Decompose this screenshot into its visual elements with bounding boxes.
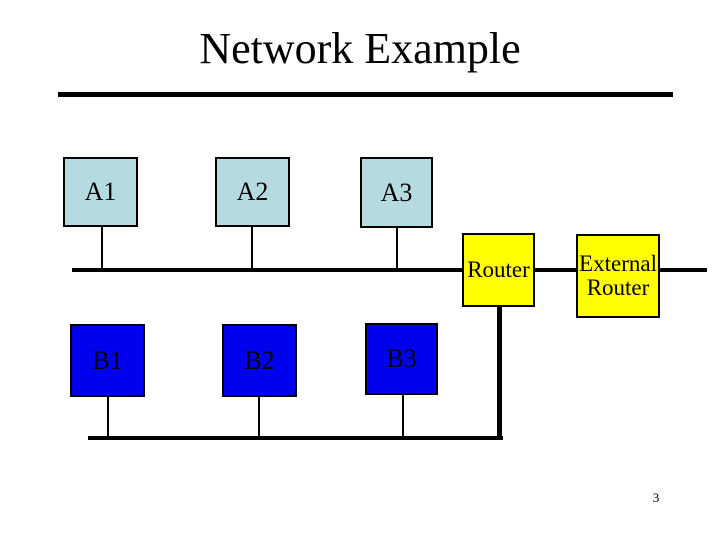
host-b2-link-line	[258, 395, 260, 438]
host-b3-box: B3	[365, 323, 438, 395]
host-a1-link-line	[101, 226, 103, 270]
network-b-bus-line	[88, 436, 503, 440]
host-b2-label: B2	[244, 345, 275, 375]
network-a-bus-line	[72, 268, 707, 272]
external-router-box: External Router	[576, 234, 660, 318]
external-router-label: External Router	[579, 250, 657, 300]
page-number: 3	[652, 490, 660, 505]
host-b2-box: B2	[222, 324, 297, 397]
title-underline	[58, 92, 673, 97]
host-a1-box: A1	[63, 157, 138, 227]
host-a3-label: A3	[380, 177, 413, 207]
router-to-b-bus-line	[497, 306, 502, 440]
external-router-label-line2: Router	[586, 275, 650, 300]
external-router-label-line1: External	[579, 250, 657, 276]
host-a2-box: A2	[215, 157, 290, 227]
host-a2-label: A2	[236, 177, 269, 207]
host-a2-link-line	[251, 226, 253, 270]
host-b1-box: B1	[70, 324, 145, 397]
slide-title: Network Example	[199, 24, 521, 73]
host-a3-link-line	[396, 227, 398, 270]
host-a3-box: A3	[360, 157, 433, 228]
host-b1-link-line	[107, 395, 109, 438]
host-b1-label: B1	[92, 345, 123, 375]
router-label: Router	[467, 256, 530, 282]
router-box: Router	[462, 233, 535, 307]
host-b3-link-line	[402, 393, 404, 438]
host-a1-label: A1	[84, 177, 117, 207]
host-b3-label: B3	[386, 344, 417, 374]
